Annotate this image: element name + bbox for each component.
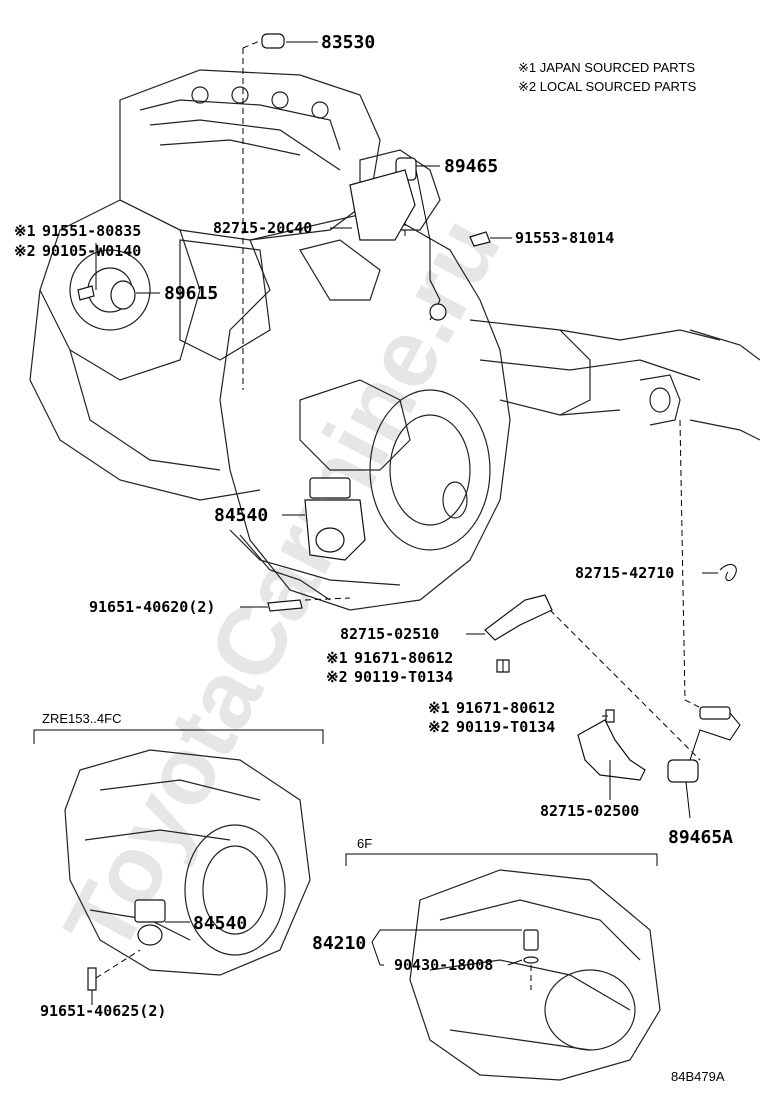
- six-f-inset: [345, 853, 661, 1081]
- bolt-91553-81014: [469, 231, 491, 247]
- marker-local-3: ※2: [428, 718, 450, 736]
- bolt-91671-80612-b: [605, 709, 615, 723]
- label-84210[interactable]: 84210: [312, 933, 366, 954]
- section-zre153-title: ZRE153..4FC: [42, 711, 121, 726]
- bracket-82715-02510: [484, 594, 553, 641]
- label-84540-main[interactable]: 84540: [214, 505, 268, 526]
- marker-japan-1: ※1: [14, 222, 36, 240]
- label-91551-80835[interactable]: 91551-80835: [42, 222, 141, 240]
- part-glyphs: [77, 33, 741, 783]
- label-90105-w0140[interactable]: 90105-W0140: [42, 242, 141, 260]
- label-91553-81014[interactable]: 91553-81014: [515, 229, 614, 247]
- gasket-90430-18008: [523, 956, 539, 964]
- label-91671-80612-b[interactable]: 91671-80612: [456, 699, 555, 717]
- label-90119-t0134-b[interactable]: 90119-T0134: [456, 718, 555, 736]
- label-83530[interactable]: 83530: [321, 32, 375, 53]
- part-labels[interactable]: 83530 89465 82715-20C40 91553-81014 ※1 9…: [14, 32, 733, 1084]
- bracket-82715-02500: [577, 719, 646, 781]
- label-leaders: [136, 41, 718, 819]
- speed-sensor-89465a: [667, 759, 699, 783]
- bolt-91551-80835: [77, 285, 95, 301]
- clamp-82715-42710: [719, 564, 737, 582]
- engine-transaxle-assembly-illustration: [29, 69, 760, 611]
- label-91651-40620[interactable]: 91651-40620(2): [89, 598, 215, 616]
- label-82715-20c40[interactable]: 82715-20C40: [213, 219, 312, 237]
- bracket-82715-20c40: [349, 169, 416, 241]
- marker-local-1: ※2: [14, 242, 36, 260]
- bolt-91651-40620: [267, 599, 303, 612]
- label-90430-18008[interactable]: 90430-18008: [394, 956, 493, 974]
- connector-89465a: [699, 706, 731, 720]
- label-91651-40625[interactable]: 91651-40625(2): [40, 1002, 166, 1020]
- label-89615[interactable]: 89615: [164, 283, 218, 304]
- switch-84540-top: [309, 477, 351, 499]
- zre153-inset: [33, 729, 324, 1005]
- label-91671-80612-a[interactable]: 91671-80612: [354, 649, 453, 667]
- diagram-code: 84B479A: [671, 1069, 725, 1084]
- section-6f-title: 6F: [357, 836, 372, 851]
- marker-local-2: ※2: [326, 668, 348, 686]
- label-82715-02510[interactable]: 82715-02510: [340, 625, 439, 643]
- label-82715-02500[interactable]: 82715-02500: [540, 802, 639, 820]
- label-90119-t0134-a[interactable]: 90119-T0134: [354, 668, 453, 686]
- label-84540-zre[interactable]: 84540: [193, 913, 247, 934]
- notes: ※1 JAPAN SOURCED PARTS ※2 LOCAL SOURCED …: [518, 60, 697, 94]
- label-82715-42710[interactable]: 82715-42710: [575, 564, 674, 582]
- sensor-84210: [523, 929, 539, 951]
- oil-pressure-switch-83530: [261, 33, 285, 49]
- note-japan-sourced: ※1 JAPAN SOURCED PARTS: [518, 60, 695, 75]
- label-89465[interactable]: 89465: [444, 156, 498, 177]
- marker-japan-2: ※1: [326, 649, 348, 667]
- sensor-89615: [110, 280, 136, 310]
- label-89465a[interactable]: 89465A: [668, 827, 733, 848]
- marker-japan-3: ※1: [428, 699, 450, 717]
- note-local-sourced: ※2 LOCAL SOURCED PARTS: [518, 79, 697, 94]
